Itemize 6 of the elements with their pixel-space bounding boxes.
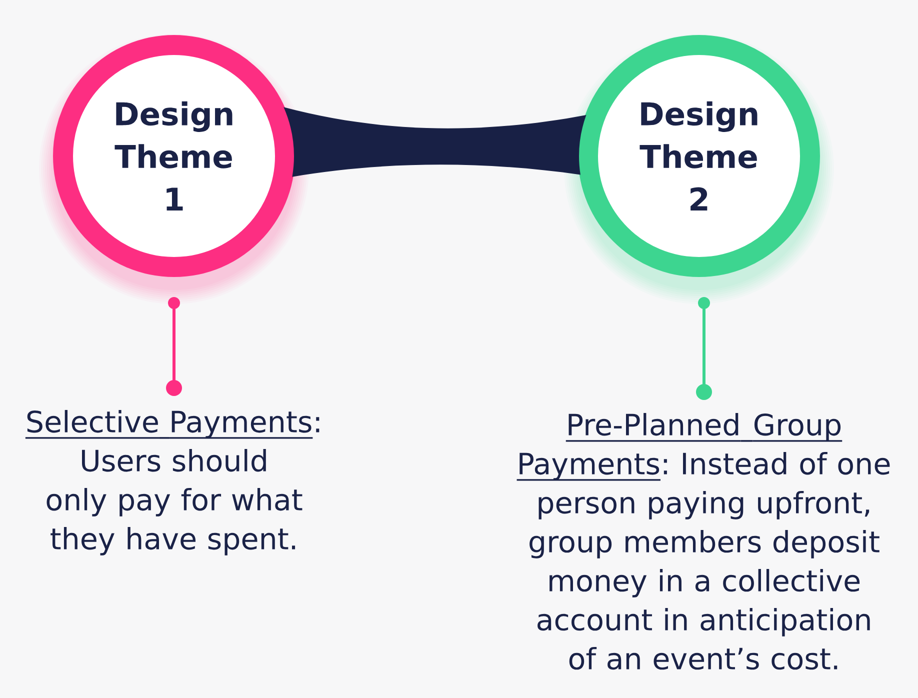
leader-line bbox=[166, 296, 182, 396]
leader-line bbox=[696, 296, 712, 400]
circle-node: Design Theme 2 bbox=[578, 34, 820, 277]
description-text: Pre-Planned Group Payments : Instead of one person paying upfront, group members deposit money in a collective account in anticipation of an event’s cost. bbox=[516, 412, 890, 670]
description-text: Selective Payments : Users should only pay for what they have spent. bbox=[25, 410, 320, 556]
connector-band bbox=[284, 107, 586, 177]
